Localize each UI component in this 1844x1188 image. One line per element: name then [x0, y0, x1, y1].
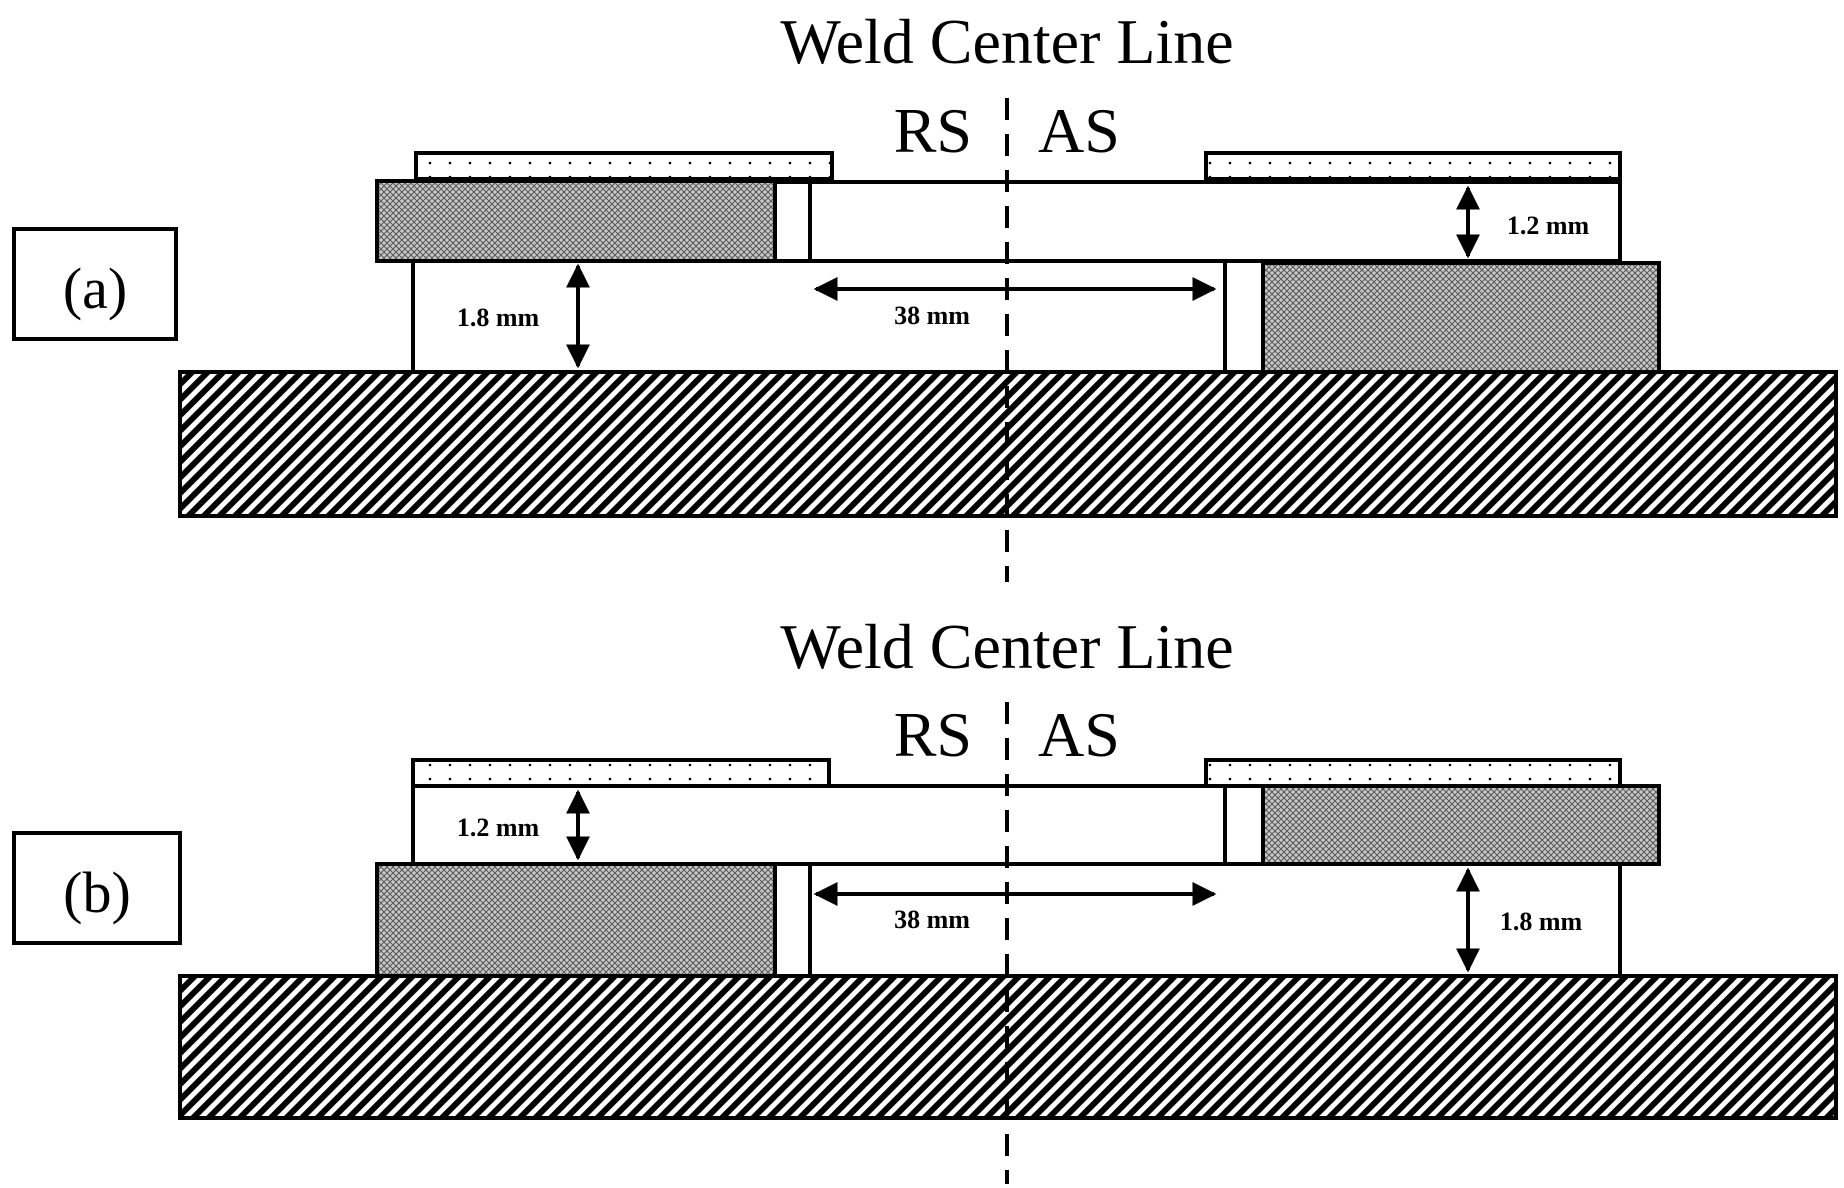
panel-label: (a)	[63, 256, 127, 321]
top-plate-right	[1204, 758, 1622, 788]
weld-center-line-title: Weld Center Line	[780, 6, 1233, 77]
retreating-side-label: RS	[894, 699, 972, 770]
thick-sheet-thickness-label: 1.8 mm	[457, 303, 540, 332]
advancing-side-label: AS	[1038, 95, 1120, 166]
advancing-side-label: AS	[1038, 699, 1120, 770]
thin-sheet	[808, 180, 1622, 263]
gap-width-label: 38 mm	[894, 301, 970, 330]
panel-label-box	[12, 227, 178, 341]
clamp-block-left	[375, 862, 777, 978]
spacer-block-right	[1223, 259, 1265, 374]
panel-b: Weld Center Line RS AS (b) 1.2 mm 1.8 mm…	[12, 611, 1838, 1184]
thin-sheet-thickness-label: 1.2 mm	[457, 813, 540, 842]
gap-width-label: 38 mm	[894, 905, 970, 934]
thin-sheet-thickness-label: 1.2 mm	[1507, 211, 1590, 240]
spacer-block-left	[773, 180, 812, 263]
top-plate-right	[1204, 151, 1622, 181]
spacer-block-left	[773, 862, 812, 978]
weld-center-line-title: Weld Center Line	[780, 611, 1233, 682]
top-plate-left	[414, 151, 834, 181]
top-plate-left	[411, 758, 831, 788]
clamp-block-left	[375, 179, 777, 263]
panel-label-box	[12, 831, 182, 945]
panel-label: (b)	[63, 860, 131, 925]
thick-sheet-thickness-label: 1.8 mm	[1500, 907, 1583, 936]
spacer-block-right	[1223, 784, 1265, 866]
panel-a: Weld Center Line RS AS (a) 1.2 mm 1.8 mm…	[12, 6, 1838, 582]
clamp-block-right	[1261, 261, 1661, 374]
retreating-side-label: RS	[894, 95, 972, 166]
clamp-block-right	[1261, 784, 1661, 866]
